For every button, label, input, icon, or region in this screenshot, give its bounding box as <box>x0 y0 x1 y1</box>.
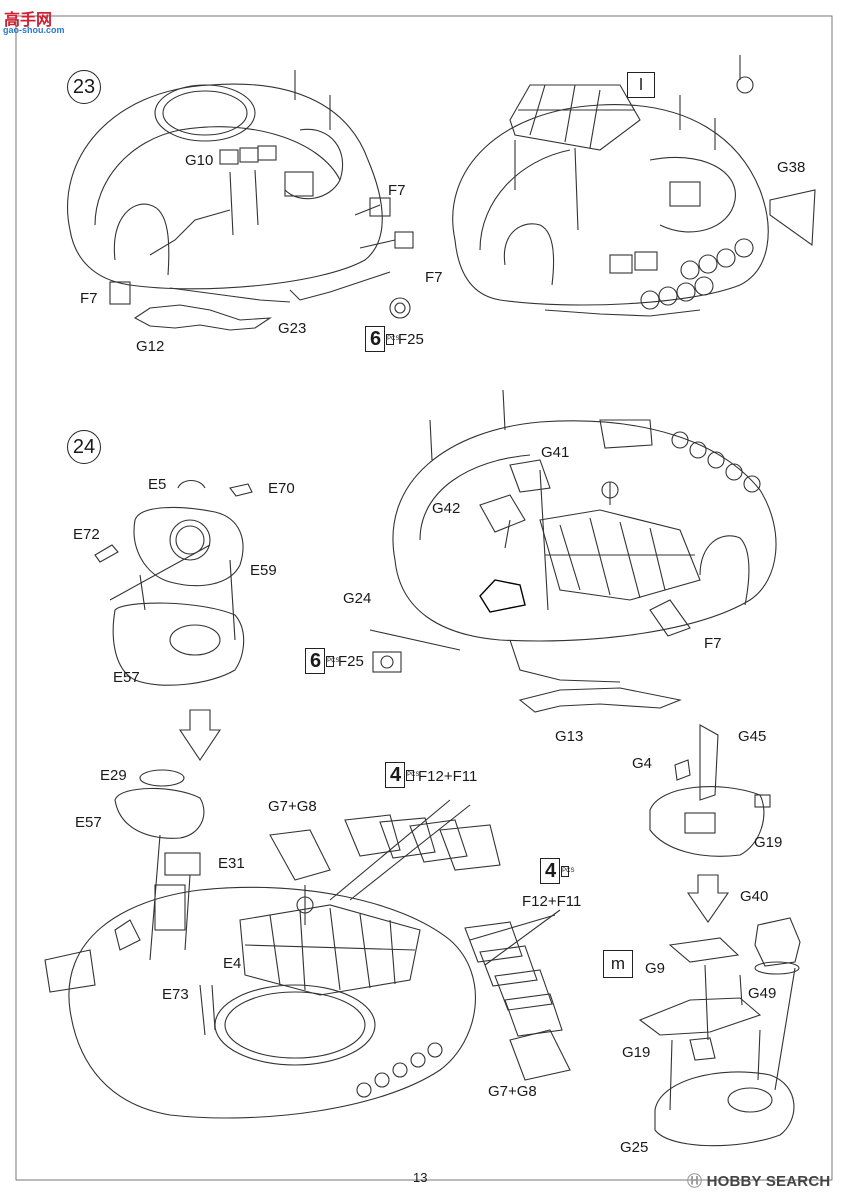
step-number-24: 24 <box>67 430 101 464</box>
label-e5: E5 <box>148 476 167 493</box>
pieces-unit-icon: PCS <box>406 769 419 781</box>
variant-box-l: l <box>627 72 655 98</box>
label-f25-step24: F25 <box>338 653 364 670</box>
pieces-count: 6 <box>305 648 326 674</box>
label-g24: G24 <box>343 590 372 607</box>
label-e70: E70 <box>268 480 295 497</box>
label-g7-g8-bottom: G7+G8 <box>488 1083 537 1100</box>
step-number-23: 23 <box>67 70 101 104</box>
pieces-unit-icon: PCS <box>326 655 339 667</box>
label-f25-step23: F25 <box>398 331 424 348</box>
commander-hatch-24 <box>94 479 253 761</box>
label-e29: E29 <box>100 767 127 784</box>
label-e57-upper: E57 <box>113 669 140 686</box>
site-logo-text: 高手网 <box>4 12 53 29</box>
label-g10: G10 <box>185 152 214 169</box>
label-g38: G38 <box>777 159 806 176</box>
label-g4: G4 <box>632 755 653 772</box>
label-g19-lower: G19 <box>622 1044 651 1061</box>
label-g12: G12 <box>136 338 165 355</box>
turret-24-main <box>44 769 571 1119</box>
label-e4: E4 <box>223 955 242 972</box>
label-f7-left: F7 <box>80 290 98 307</box>
label-e57-lower: E57 <box>75 814 102 831</box>
label-g25: G25 <box>620 1139 649 1156</box>
label-f7-step24: F7 <box>704 635 722 652</box>
pieces-count: 6 <box>365 326 386 352</box>
label-g23: G23 <box>278 320 307 337</box>
turret-24-right <box>369 389 777 713</box>
label-e72: E72 <box>73 526 100 543</box>
turret-23-left <box>67 70 414 331</box>
label-f7-right: F7 <box>425 269 443 286</box>
label-f12-f11-mid: F12+F11 <box>522 893 582 910</box>
pieces-count: 4 <box>540 858 561 884</box>
label-g41: G41 <box>541 444 570 461</box>
label-g9: G9 <box>645 960 666 977</box>
label-g13: G13 <box>555 728 584 745</box>
site-url: gao-shou.com <box>3 25 65 35</box>
label-g19-upper: G19 <box>754 834 783 851</box>
pieces-count: 4 <box>385 762 406 788</box>
label-f12-f11-top: F12+F11 <box>418 768 478 785</box>
label-e73: E73 <box>162 986 189 1003</box>
label-f7-upper: F7 <box>388 182 406 199</box>
turret-23-right <box>452 55 816 317</box>
variant-box-m: m <box>603 950 633 978</box>
pieces-unit-icon: PCS <box>561 865 574 877</box>
sight-assembly-m <box>638 724 801 1147</box>
label-e59: E59 <box>250 562 277 579</box>
label-g40: G40 <box>740 888 769 905</box>
label-g7-g8-top: G7+G8 <box>268 798 317 815</box>
brand-text: HOBBY SEARCH <box>706 1173 831 1190</box>
label-g42: G42 <box>432 500 461 517</box>
page-number: 13 <box>413 1170 428 1185</box>
label-g45: G45 <box>738 728 767 745</box>
pieces-unit-icon: PCS <box>386 333 399 345</box>
label-e31: E31 <box>218 855 245 872</box>
hobby-search-watermark: Ⓗ HOBBY SEARCH <box>687 1173 831 1190</box>
label-g49: G49 <box>748 985 777 1002</box>
